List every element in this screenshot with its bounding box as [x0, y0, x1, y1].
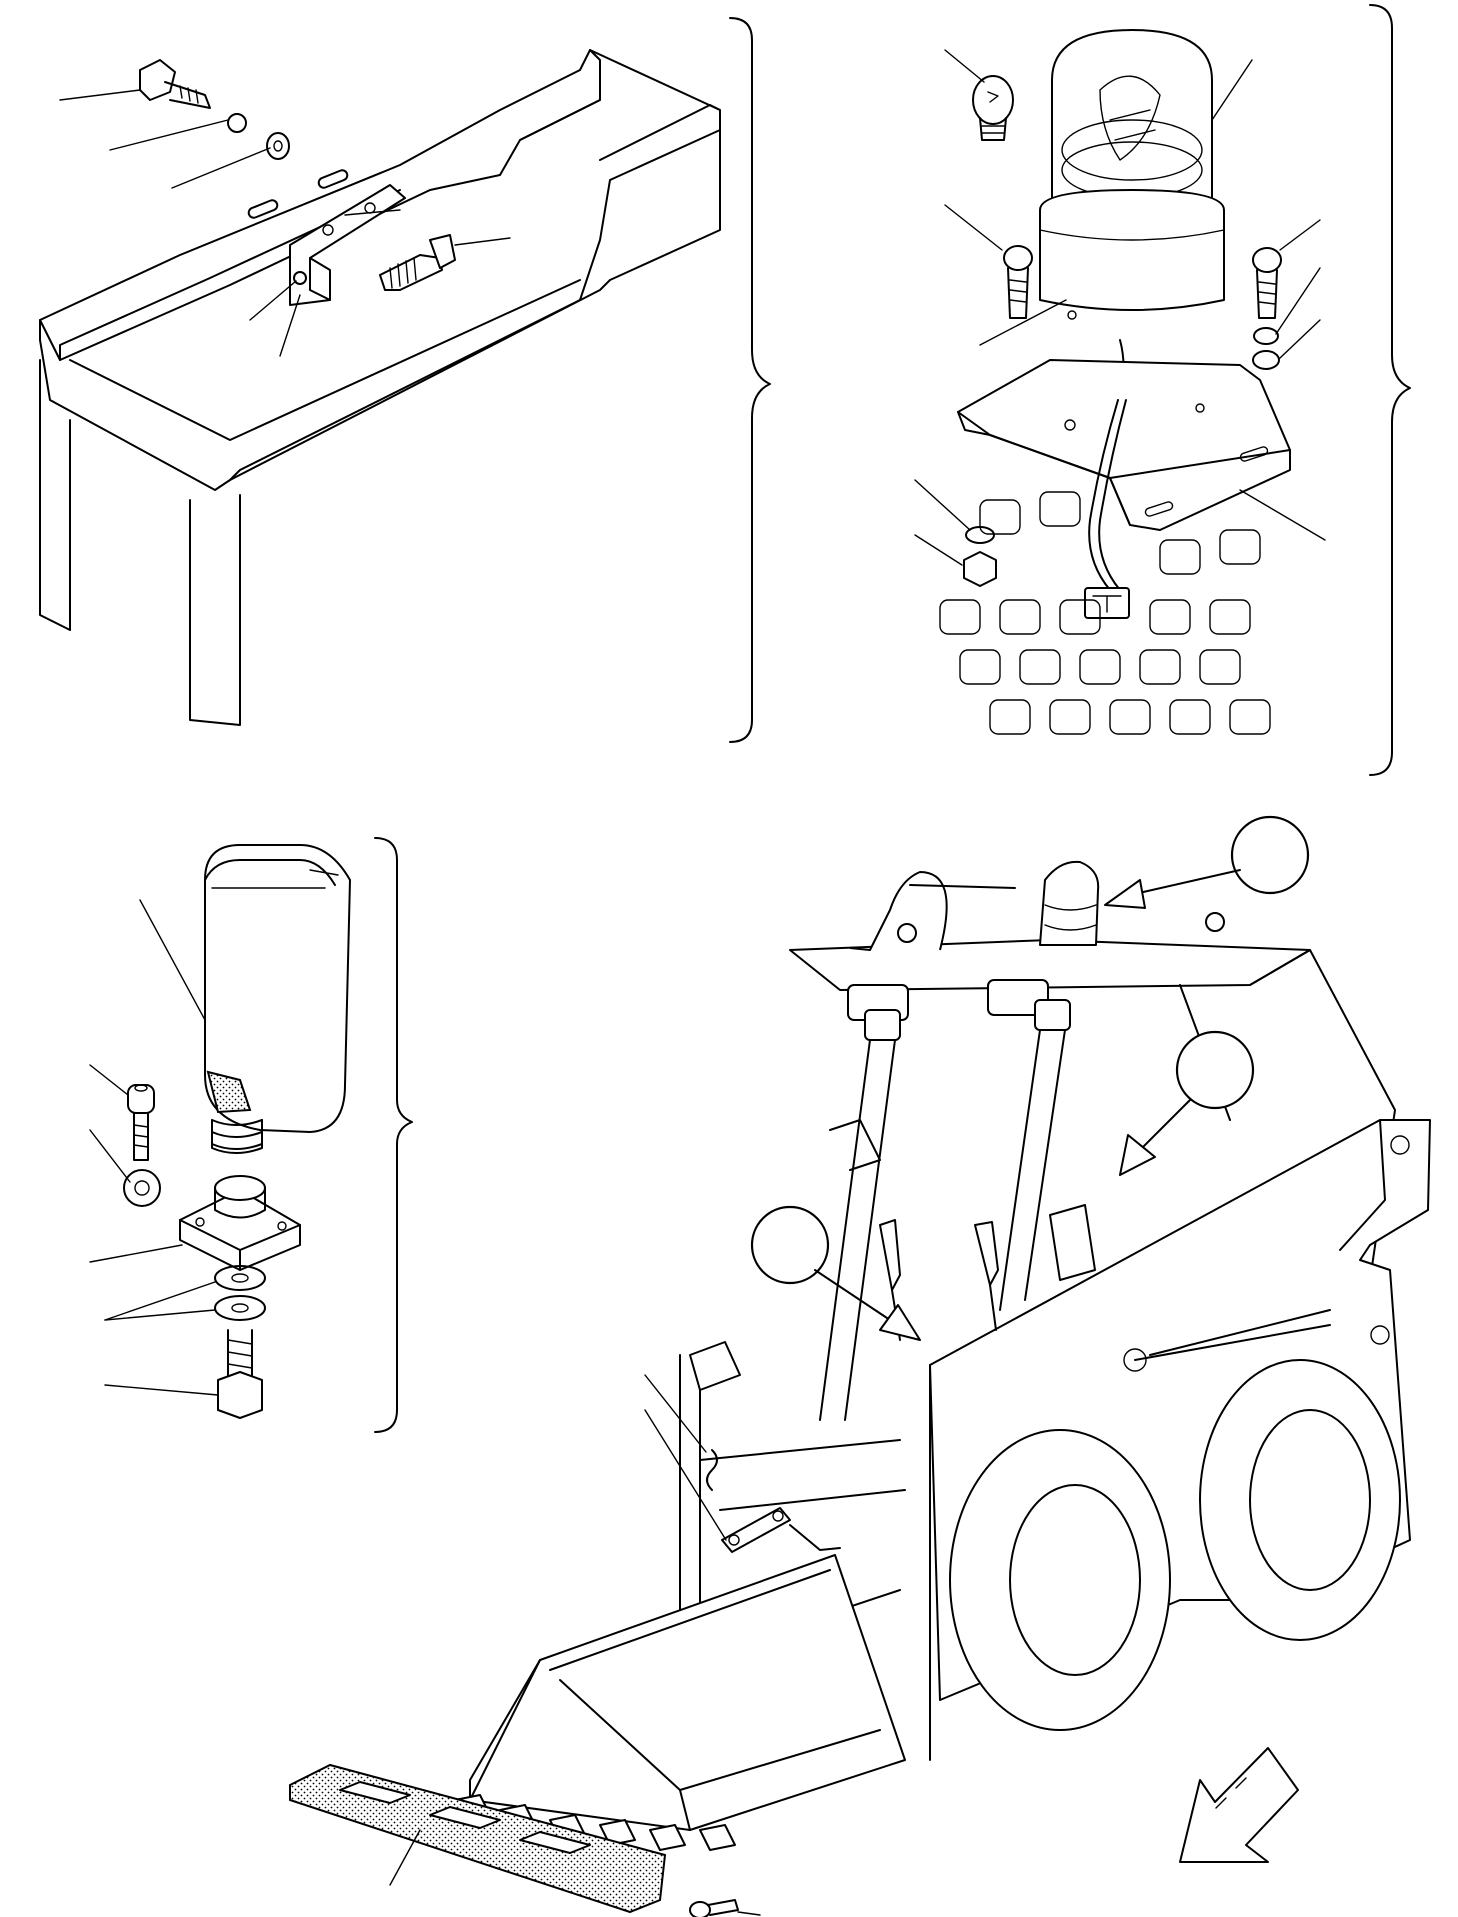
- flat-washer: [267, 133, 289, 159]
- lamp-leader-lines: [90, 900, 218, 1395]
- lock-washer: [228, 114, 246, 132]
- beacon-bulb: [973, 76, 1013, 140]
- frame-rail: [40, 50, 720, 490]
- beacon-harness: [1085, 400, 1129, 618]
- beacon-panel-brace: [1370, 5, 1410, 775]
- side-lamp: [1050, 1205, 1095, 1280]
- lamp-panel-brace: [375, 838, 412, 1432]
- threaded-sensor: [380, 235, 455, 290]
- safety-pin: [707, 1450, 717, 1490]
- lamp-housing: [205, 845, 350, 1132]
- beacon-leader-lines: [915, 50, 1325, 565]
- frame-leader-lines: [60, 90, 510, 356]
- lamp-mount-block: [180, 1176, 300, 1270]
- rear-wheel: [1200, 1360, 1400, 1640]
- direction-arrow: [1180, 1748, 1298, 1862]
- lamp-swivel: [208, 1072, 262, 1153]
- callout-front: [752, 1207, 920, 1340]
- frame-bracket-panel: [40, 18, 770, 742]
- beacon-dome: [1040, 30, 1224, 400]
- lamp-tooth-washer: [124, 1170, 160, 1206]
- callout-side-lamp: [1120, 1032, 1253, 1175]
- loader-leader-lines: [390, 1375, 760, 1915]
- beacon-panel: [915, 5, 1410, 775]
- beacon-nut: [964, 552, 996, 586]
- mounting-bolt: [140, 60, 210, 108]
- cab-work-lamps: [848, 980, 1070, 1040]
- frame-panel-brace: [730, 18, 770, 742]
- lamp-washer-2: [215, 1296, 265, 1320]
- beacon-mount-plate: [958, 360, 1290, 530]
- loader-panel: [290, 817, 1430, 1917]
- lamp-bottom-bolt: [218, 1330, 262, 1418]
- lamp-socket-screw: [128, 1085, 154, 1160]
- edge-guard: [290, 1765, 665, 1912]
- lift-eye-right: [1206, 913, 1224, 931]
- safety-link: [722, 1508, 840, 1552]
- guard-bolt: [690, 1900, 738, 1917]
- roof-beacon: [1040, 862, 1098, 945]
- lift-eye-left: [898, 924, 916, 942]
- front-wheel: [950, 1430, 1170, 1730]
- lamp-panel: [90, 838, 412, 1432]
- beacon-bolts: [1004, 246, 1281, 369]
- lamp-washer-1: [215, 1266, 265, 1290]
- mesh-grate: [940, 492, 1270, 734]
- cab-roof: [790, 872, 1310, 990]
- frame-legs: [40, 360, 240, 725]
- callout-roof: [1105, 817, 1308, 908]
